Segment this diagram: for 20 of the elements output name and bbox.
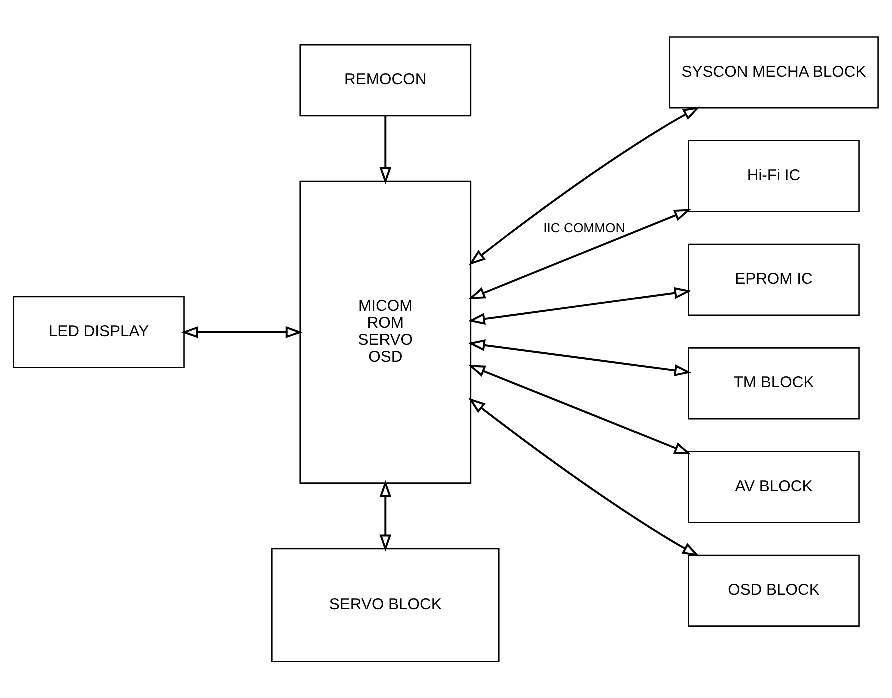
node-box: AV BLOCK xyxy=(688,450,860,523)
node-box: LED DISPLAY xyxy=(13,296,185,368)
arrow xyxy=(468,286,692,325)
arrow xyxy=(468,398,700,556)
arrow xyxy=(468,339,692,376)
arrow xyxy=(380,116,392,184)
edge-label: IIC COMMON xyxy=(544,220,626,236)
node-box: SYSCON MECHA BLOCK xyxy=(669,36,879,108)
node-box: MICOM ROM SERVO OSD xyxy=(300,180,472,484)
arrow xyxy=(468,364,692,454)
node-box: Hi-Fi IC xyxy=(688,140,860,212)
arrow xyxy=(468,106,700,265)
node-box: REMOCON xyxy=(300,44,472,116)
arrow xyxy=(380,480,392,552)
arrow xyxy=(468,208,692,299)
node-box: OSD BLOCK xyxy=(688,554,860,626)
node-box: TM BLOCK xyxy=(688,347,860,420)
node-box: EPROM IC xyxy=(688,243,860,316)
arrow xyxy=(181,326,303,338)
node-box: SERVO BLOCK xyxy=(272,548,500,662)
